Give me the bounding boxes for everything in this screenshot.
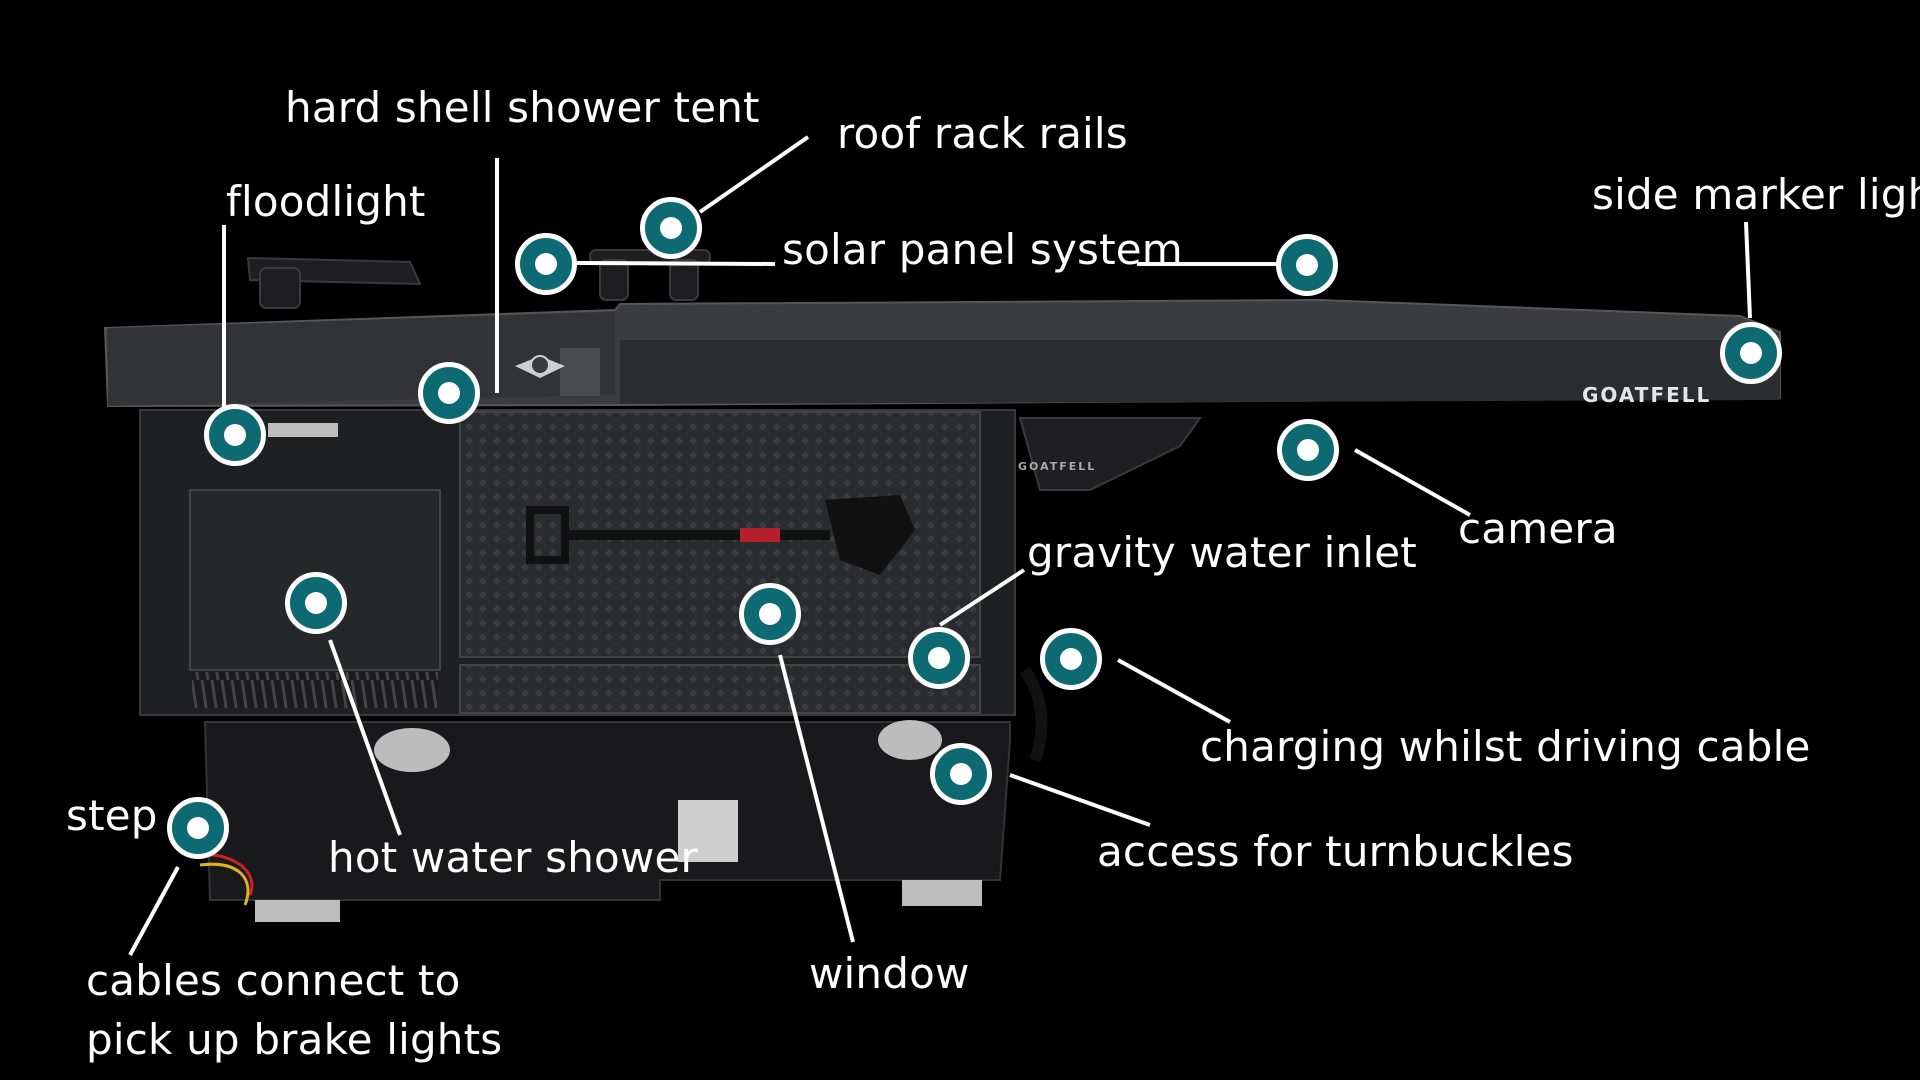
label-roof-rack-rails: roof rack rails xyxy=(837,109,1128,158)
roof-bars xyxy=(246,249,711,309)
hotspot-floodlight[interactable] xyxy=(204,404,266,466)
label-side-marker-light: side marker light xyxy=(1592,170,1920,219)
brand-logo-small: GOATFELL xyxy=(1018,460,1097,473)
hotspot-hot-water-shower[interactable] xyxy=(285,572,347,634)
label-hot-water-shower: hot water shower xyxy=(328,833,699,882)
label-access-for-turnbuckles: access for turnbuckles xyxy=(1097,827,1574,876)
hotspot-solar-panel-right[interactable] xyxy=(1276,234,1338,296)
label-window: window xyxy=(809,949,970,998)
hotspot-gravity-water-inlet[interactable] xyxy=(908,627,970,689)
hotspot-side-marker-light[interactable] xyxy=(1720,322,1782,384)
hotspot-roof-rack-rails[interactable] xyxy=(640,197,702,259)
shovel-icon xyxy=(526,495,915,575)
awning-bracket xyxy=(1018,417,1202,491)
hotspot-turnbuckles[interactable] xyxy=(930,743,992,805)
label-charging-whilst-driving-cable: charging whilst driving cable xyxy=(1200,722,1811,771)
hotspot-step[interactable] xyxy=(167,797,229,859)
label-hard-shell-shower-tent: hard shell shower tent xyxy=(285,83,760,132)
hotspot-window[interactable] xyxy=(739,583,801,645)
hotspot-solar-panel-left[interactable] xyxy=(515,233,577,295)
badge-icon xyxy=(515,355,565,378)
hotspot-camera[interactable] xyxy=(1277,419,1339,481)
label-floodlight: floodlight xyxy=(226,177,426,226)
label-gravity-water-inlet: gravity water inlet xyxy=(1027,528,1417,577)
label-cables-line-1: cables connect to xyxy=(86,956,461,1005)
hotspot-charging-cable[interactable] xyxy=(1040,628,1102,690)
label-solar-panel-system: solar panel system xyxy=(782,225,1183,274)
leader-lines xyxy=(128,135,1752,956)
label-cables-line-2: pick up brake lights xyxy=(86,1015,503,1064)
brand-logo-main: GOATFELL xyxy=(1582,383,1712,407)
hotspot-hard-shell-shower-tent[interactable] xyxy=(418,362,480,424)
label-step: step xyxy=(66,791,158,840)
label-camera: camera xyxy=(1458,504,1618,553)
